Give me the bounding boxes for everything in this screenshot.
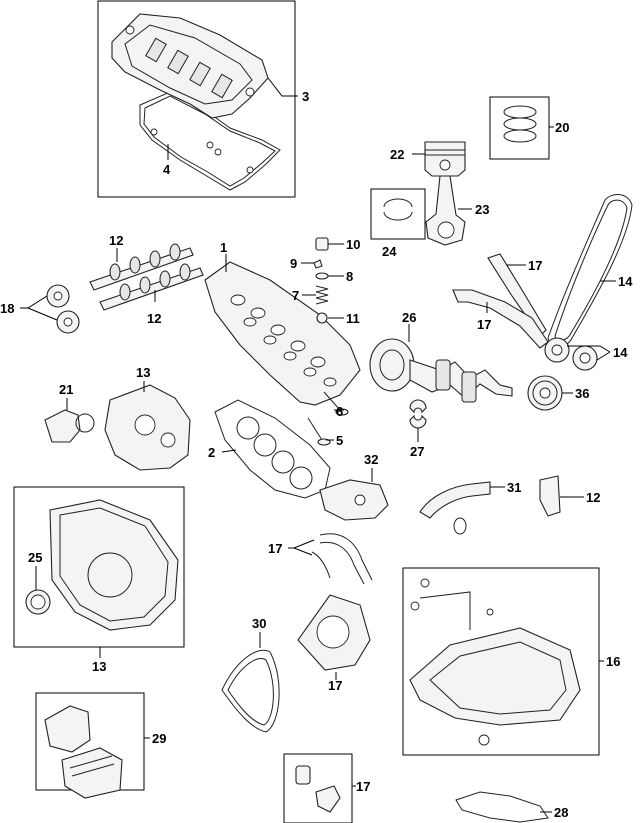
callout-34: 31 (507, 480, 521, 495)
leader-2 (221, 449, 237, 453)
callout-18: 16 (606, 654, 620, 669)
callout-20: 17 (328, 678, 342, 693)
camshaft-lower (99, 263, 204, 311)
cam-phasers (46, 284, 80, 334)
sensor-box (283, 753, 353, 823)
leader-3 (267, 77, 298, 97)
callout-7: 7 (292, 288, 299, 303)
valve-cover (111, 13, 269, 119)
valve-keeper (313, 259, 323, 269)
valve-spring (315, 285, 329, 305)
position-sensor (539, 475, 561, 517)
callout-27: 24 (382, 244, 397, 259)
callout-14b: 13 (92, 659, 106, 674)
callout-23: 20 (555, 120, 569, 135)
crank-pulley (527, 375, 563, 411)
bearing-box (370, 188, 426, 240)
callout-4: 4 (163, 162, 171, 177)
callout-24: 21 (59, 382, 73, 397)
main-bearing (409, 399, 427, 429)
piston (424, 141, 466, 177)
callout-8: 8 (346, 269, 353, 284)
connecting-rod (425, 175, 466, 246)
callout-16: 14 (618, 274, 633, 289)
callout-32: 29 (152, 731, 166, 746)
callout-25: 22 (390, 147, 404, 162)
callout-17b: 17 (477, 317, 491, 332)
timing-cover-box (13, 486, 185, 648)
chain-guide-lower (452, 289, 549, 349)
callout-10: 10 (346, 237, 360, 252)
knock-sensors (295, 765, 341, 813)
valve-cover-box (97, 0, 296, 198)
callout-19: 17 (356, 779, 370, 794)
cylinder-head (204, 261, 361, 406)
front-cover (49, 499, 179, 631)
oil-pan (409, 578, 581, 746)
piston-rings (503, 105, 537, 143)
camshaft-upper (89, 243, 194, 291)
callout-33: 30 (252, 616, 266, 631)
oil-pan-gasket (455, 791, 549, 823)
callout-12b: 12 (147, 311, 161, 326)
leader-21 (288, 539, 315, 556)
head-gasket (214, 399, 331, 499)
callout-30: 27 (410, 444, 424, 459)
callout-36: 36 (575, 386, 589, 401)
thermostat-housing (319, 479, 389, 521)
piston-rings-box (489, 96, 550, 160)
callout-29: 26 (402, 310, 416, 325)
oil-cooler (44, 705, 123, 799)
callout-3: 3 (302, 89, 309, 104)
callout-31: 28 (554, 805, 568, 820)
callout-35: 32 (364, 452, 378, 467)
callout-22: 18 (0, 301, 14, 316)
callout-9: 9 (290, 256, 297, 271)
callout-26: 23 (475, 202, 489, 217)
callout-5: 5 (336, 433, 343, 448)
oil-pickup-tube (419, 481, 491, 535)
callout-28: 25 (28, 550, 42, 565)
rod-bearing (383, 198, 413, 221)
valve-retainer (315, 272, 329, 280)
leader-15 (567, 345, 611, 361)
callout-12a: 12 (109, 233, 123, 248)
timing-chain (547, 194, 633, 348)
callout-1: 1 (220, 240, 227, 255)
callout-6: 6 (336, 404, 343, 419)
callout-17a: 17 (528, 258, 542, 273)
sprockets (544, 337, 598, 371)
valve-lifter (315, 237, 329, 251)
callout-2: 2 (208, 445, 215, 460)
rear-seal-carrier (297, 594, 371, 671)
callout-21: 17 (268, 541, 282, 556)
callout-13: 12 (586, 490, 600, 505)
drive-belt (221, 649, 280, 733)
valve-seal (316, 312, 328, 324)
chain-guide-upper (487, 253, 547, 337)
callout-11: 11 (346, 311, 360, 326)
crankshaft (369, 338, 513, 403)
timing-cover (104, 384, 191, 471)
intake-valve (307, 417, 331, 446)
coolant-hoses (311, 533, 373, 585)
crank-seal (25, 589, 51, 615)
oil-filter-housing (44, 409, 95, 443)
leader-22 (20, 295, 58, 321)
callout-14a: 13 (136, 365, 150, 380)
callout-15: 14 (613, 345, 628, 360)
